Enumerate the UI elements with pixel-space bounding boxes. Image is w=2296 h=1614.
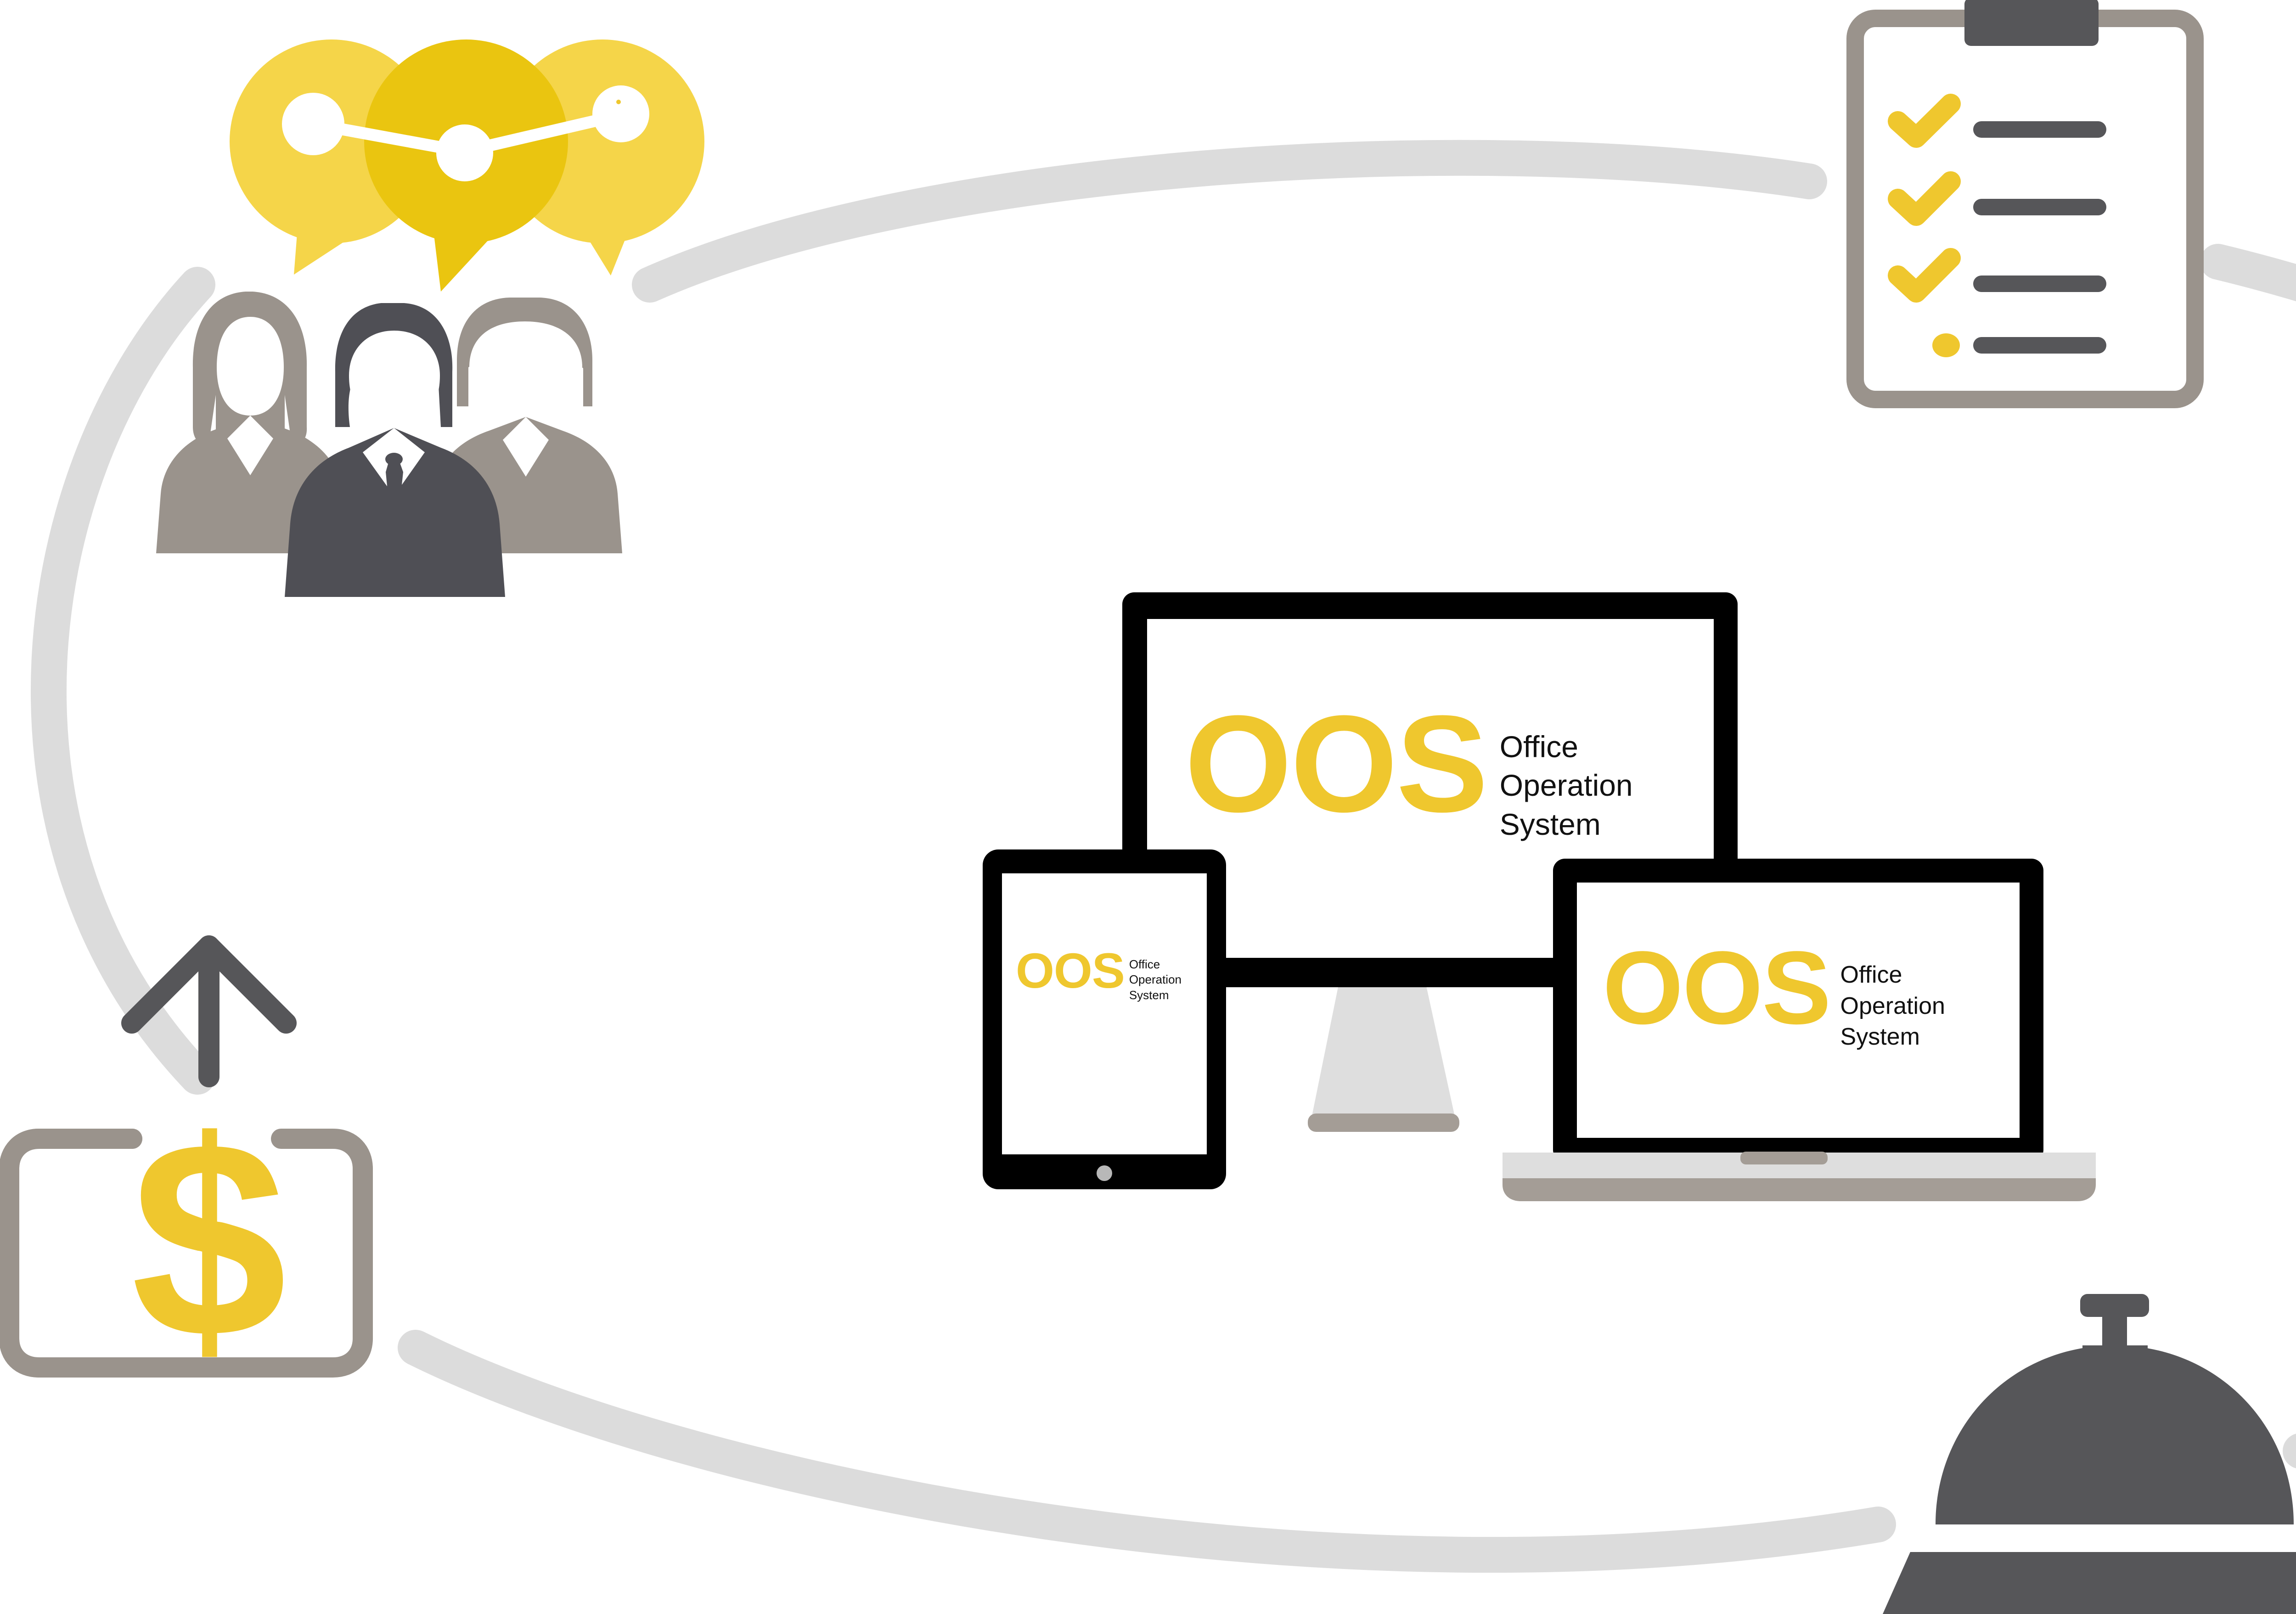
monitor-logo: OOS [1185,686,1488,841]
monitor-stand [1311,973,1456,1120]
svg-text:$: $ [131,1083,287,1396]
tablet-screen [1002,873,1207,1154]
laptop-logo: OOS [1603,929,1831,1046]
device-tablet [983,849,1226,1189]
checklist-row-3 [1888,248,2106,303]
tablet-tagline-line-1: Office [1129,957,1160,971]
tablet-home-button [1097,1165,1112,1181]
checklist-row-1 [1888,94,2106,148]
checklist-row-2 [1888,171,2106,226]
dollar-sign-icon: $ [131,1083,287,1396]
laptop-base-shadow [1503,1178,2096,1201]
device-desktop-monitor [1122,592,1738,1132]
monitor-screen-content: OOS Office Operation System [1185,686,1633,844]
laptop-tagline-line-1: Office [1840,962,1902,988]
person-center [285,303,505,597]
tablet-screen-content: OOS Office Operation System [1016,943,1182,1003]
laptop-screen [1577,883,2020,1138]
pending-dot [1932,333,1960,357]
monitor-stand-foot [1308,1113,1459,1132]
service-bell-icon [1883,1294,2296,1614]
arc-checklist-to-growth [2200,244,2296,302]
tablet-tagline-line-3: System [1129,988,1169,1002]
arc-team-to-checklist [632,140,1827,303]
laptop-trackpad-notch [1740,1152,1828,1164]
clipboard-checklist-icon [1846,0,2204,408]
network-graph [282,85,649,181]
monitor-tagline-line-1: Office [1499,730,1578,764]
monitor-tagline: Office Operation System [1500,707,1633,844]
monitor-tagline-line-3: System [1499,807,1601,841]
checklist-row-4 [1932,333,2106,357]
laptop-tagline: Office Operation System [1840,945,1945,1053]
tablet-tagline-line-2: Operation [1129,973,1182,987]
banknote-outline-right [0,1129,373,1378]
bell-base [1883,1552,2296,1614]
tablet-tagline: Office Operation System [1129,950,1182,1003]
monitor-tagline-line-2: Operation [1499,768,1633,803]
money-growth-icon: $ [0,935,373,1396]
device-laptop [1503,859,2096,1201]
tablet-logo: OOS [1016,943,1125,998]
laptop-tagline-line-3: System [1840,1024,1920,1051]
connector-arcs [31,140,2296,1573]
laptop-tagline-line-2: Operation [1840,992,1945,1019]
clipboard-clip [1964,0,2099,46]
team-communication-icon [156,39,704,597]
laptop-screen-content: OOS Office Operation System [1603,929,1945,1053]
arc-service-to-revenue [398,1330,1896,1573]
bell-dome [1936,1345,2294,1524]
arc-revenue-to-team [31,267,215,1095]
bell-knob-top [2080,1294,2149,1317]
